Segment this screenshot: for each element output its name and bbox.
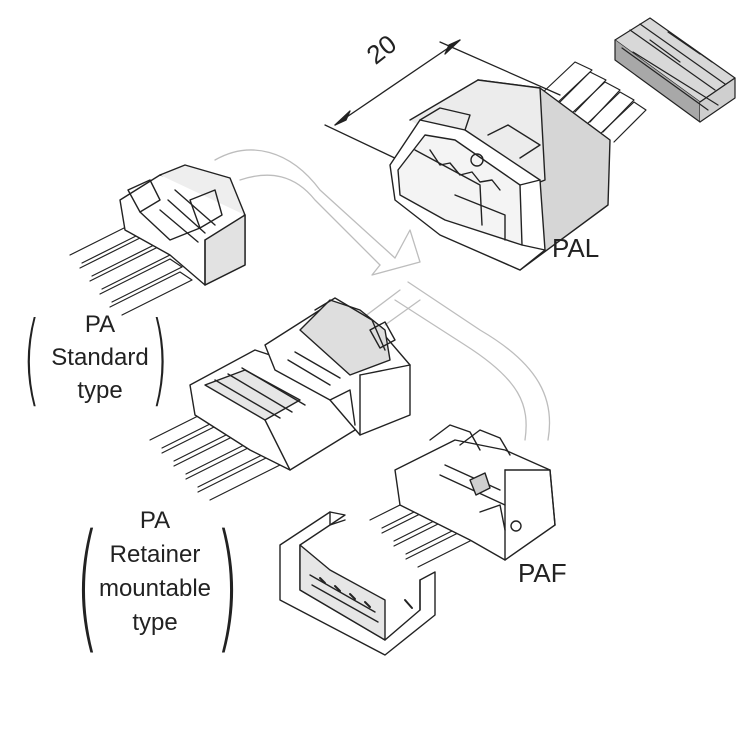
label-pal: PAL (552, 233, 600, 263)
label-pa-retainer-line2: Retainer (109, 541, 201, 568)
label-pa-retainer-line3: mountable (98, 575, 212, 602)
arrow-standard-to-pal (214, 149, 421, 276)
label-pa-standard-line3: type (77, 377, 123, 404)
paren-right-retainer: ) (215, 505, 240, 668)
label-pa-standard-line2: Standard (51, 344, 149, 371)
pa-standard-connector (69, 164, 246, 316)
pal-wires (539, 61, 647, 143)
paf-retainer-bracket (279, 511, 436, 656)
label-pa-standard-line1: PA (84, 311, 116, 338)
dimension-line (324, 39, 561, 171)
label-pa-retainer-line4: type (132, 609, 178, 636)
paf-connector (369, 424, 556, 568)
pal-connector (389, 61, 647, 271)
pa-retainer-connector (149, 297, 411, 501)
paren-left-standard: ( (22, 300, 41, 417)
paren-right-standard: ) (150, 300, 169, 417)
pal-terminal-block (614, 17, 736, 123)
paren-left-retainer: ( (75, 505, 100, 668)
arrow-pal-to-paf (394, 281, 551, 441)
label-paf: PAF (518, 558, 567, 588)
label-pa-retainer-line1: PA (139, 507, 171, 534)
